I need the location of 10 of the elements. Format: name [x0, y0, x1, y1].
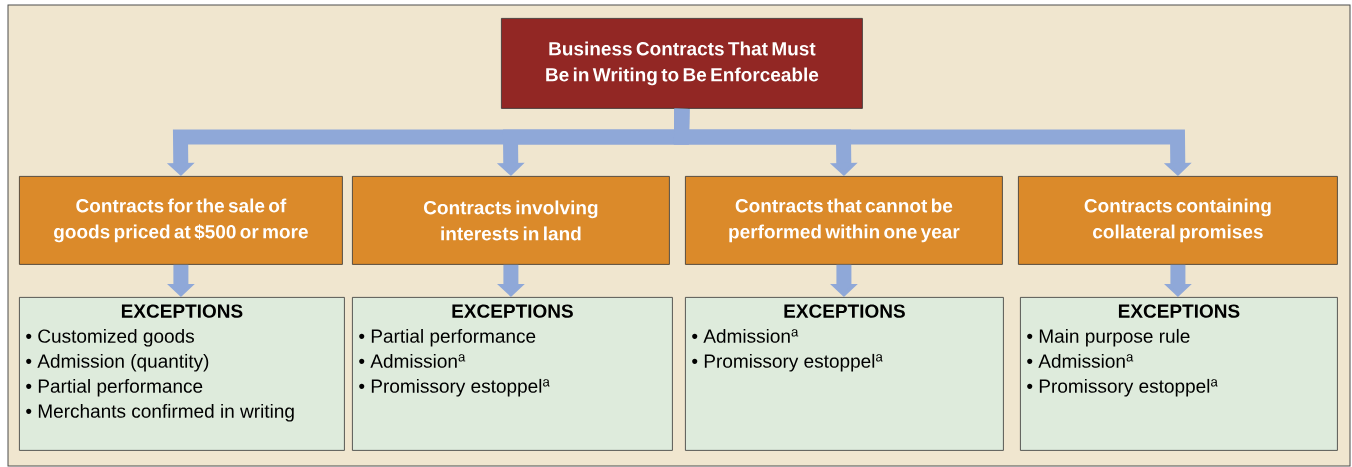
exceptions-box: EXCEPTIONS • Customized goods • Admission (quantity) • Partial performance • Merchants confirmed in writing	[19, 297, 345, 451]
category-box: Contracts that cannot be performed within one year	[685, 176, 1003, 265]
exceptions-box: EXCEPTIONS • Main purpose rule • Admission$^{a}$ • Promissory estoppel$^{a}$	[1020, 297, 1338, 451]
exceptions-box: EXCEPTIONS • Partial performance • Admission$^{a}$ • Promissory estoppel$^{a}$	[352, 297, 673, 451]
title-box: Business Contracts That Must Be in Writing to Be Enforceable	[501, 18, 863, 109]
exceptions-box: EXCEPTIONS • Admission$^{a}$ • Promissory estoppel$^{a}$	[685, 297, 1004, 451]
category-box: Contracts containing collateral promises	[1018, 176, 1338, 265]
category-box: Contracts involving interests in land	[352, 176, 670, 265]
category-box: Contracts for the sale of goods priced at $500 or more	[19, 176, 343, 265]
arrow	[673, 108, 1192, 176]
